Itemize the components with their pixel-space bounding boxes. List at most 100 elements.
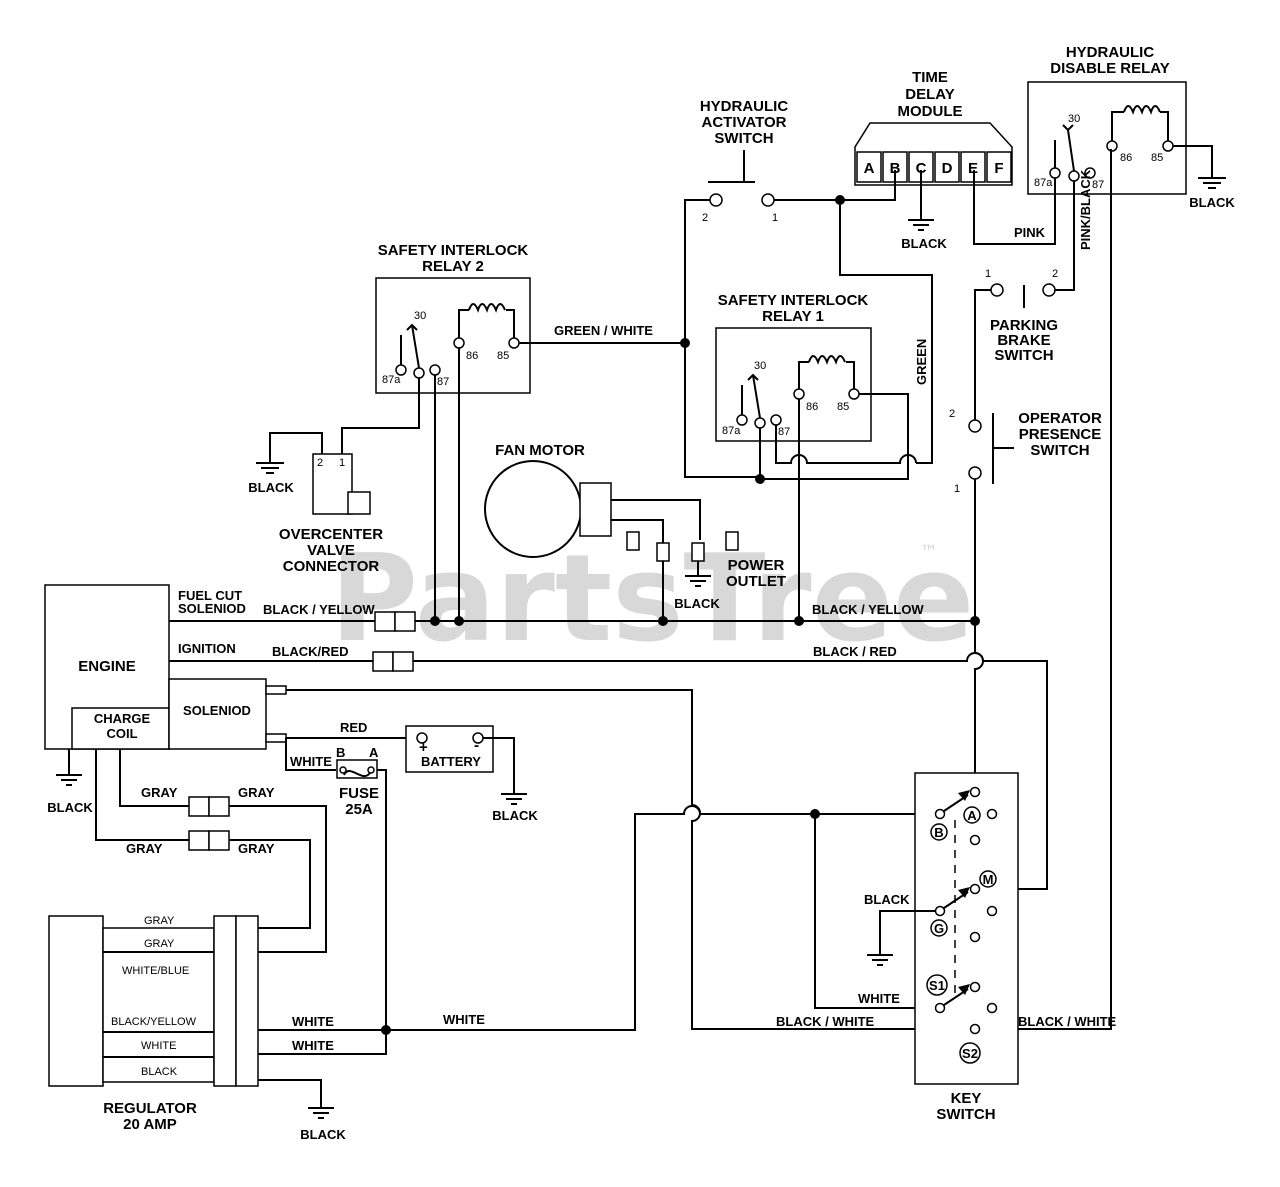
- tdm-ground-label: BLACK: [901, 236, 947, 251]
- fuse-title-2: 25A: [345, 801, 373, 818]
- ops-p2: 2: [949, 408, 955, 420]
- wire-red: RED: [340, 720, 367, 735]
- sir1-title-2: RELAY 1: [762, 308, 824, 325]
- sir2-title-1: SAFETY INTERLOCK: [378, 242, 529, 259]
- sir2-t85: 85: [497, 350, 509, 362]
- wire-black-white-left: BLACK / WHITE: [776, 1014, 875, 1029]
- tdm-pin-b: B: [890, 160, 901, 177]
- key-s1: S1: [929, 978, 945, 993]
- hdr-t87: 87: [1092, 179, 1104, 191]
- charge-coil-title-2: COIL: [106, 726, 137, 741]
- ovc-ground-label: BLACK: [248, 480, 294, 495]
- sir1-t86: 86: [806, 401, 818, 413]
- hdr-ground-label: BLACK: [1189, 195, 1235, 210]
- pbs-p1: 1: [985, 268, 991, 280]
- sir1-title-1: SAFETY INTERLOCK: [718, 292, 869, 309]
- tdm-pin-c: C: [916, 160, 927, 177]
- sir1-t87: 87: [778, 426, 790, 438]
- has-title-3: SWITCH: [714, 130, 773, 147]
- reg-gray-1: GRAY: [144, 915, 175, 927]
- ops-p1: 1: [954, 483, 960, 495]
- wire-white-fuse: WHITE: [290, 754, 332, 769]
- ovc-title-3: CONNECTOR: [283, 558, 380, 575]
- hdr-t85: 85: [1151, 152, 1163, 164]
- fuse: B A FUSE 25A: [336, 745, 379, 818]
- tdm-pin-f: F: [994, 160, 1003, 177]
- watermark: PartsTree: [330, 530, 974, 669]
- power-outlet: POWER OUTLET: [626, 531, 786, 590]
- engine-ground-label: BLACK: [47, 800, 93, 815]
- battery-plus: +: [419, 739, 428, 756]
- wire-black-yellow-right: BLACK / YELLOW: [812, 602, 924, 617]
- key-title-2: SWITCH: [936, 1106, 995, 1123]
- ops-title-3: SWITCH: [1030, 442, 1089, 459]
- wire-fuel-cut-1: FUEL CUT: [178, 588, 242, 603]
- reg-black-yellow: BLACK/YELLOW: [111, 1016, 197, 1028]
- wire-gray-1b: GRAY: [238, 785, 275, 800]
- tdm-title-2: DELAY: [905, 86, 954, 103]
- regulator: GRAY GRAY WHITE/BLUE BLACK/YELLOW WHITE …: [48, 915, 259, 1133]
- wire-fuel-cut-2: SOLENIOD: [178, 601, 246, 616]
- hydraulic-disable-relay: HYDRAULIC DISABLE RELAY 30 87a 87 86 85: [1027, 44, 1187, 195]
- parking-brake-switch: 1 2 PARKING BRAKE SWITCH: [985, 268, 1058, 364]
- wire-gray-2a: GRAY: [126, 841, 163, 856]
- regulator-title-2: 20 AMP: [123, 1116, 177, 1133]
- fuse-title-1: FUSE: [339, 785, 379, 802]
- key-a: A: [967, 808, 977, 823]
- pbs-title-2: BRAKE: [997, 332, 1050, 349]
- ovc-p1: 1: [339, 457, 345, 469]
- tdm-pin-cell: [934, 151, 960, 183]
- hdr-title-1: HYDRAULIC: [1066, 44, 1154, 61]
- engine-title: ENGINE: [78, 658, 136, 675]
- pbs-title-3: SWITCH: [994, 347, 1053, 364]
- fan-motor: FAN MOTOR: [484, 442, 612, 558]
- wire-green-white: GREEN / WHITE: [554, 323, 653, 338]
- has-p1: 1: [772, 212, 778, 224]
- charge-coil-title-1: CHARGE: [94, 711, 151, 726]
- outlet-title-1: POWER: [728, 557, 785, 574]
- key-g: G: [934, 921, 944, 936]
- tdm-pin-cell: [986, 151, 1012, 183]
- wire-pink: PINK: [1014, 225, 1046, 240]
- outlet-ground-label: BLACK: [674, 596, 720, 611]
- hydraulic-activator-switch: HYDRAULIC ACTIVATOR SWITCH 2 1: [700, 98, 788, 224]
- reg-white: WHITE: [141, 1040, 176, 1052]
- key-b: B: [934, 825, 943, 840]
- wire-black-white-right: BLACK / WHITE: [1018, 1014, 1117, 1029]
- tdm-pin-a: A: [864, 160, 875, 177]
- fan-motor-title: FAN MOTOR: [495, 442, 585, 459]
- wire-white-key: WHITE: [858, 991, 900, 1006]
- reg-white-blue: WHITE/BLUE: [122, 965, 189, 977]
- safety-interlock-relay-2: SAFETY INTERLOCK RELAY 2 30 87a 87 86 85: [375, 242, 531, 394]
- tdm-pin-d: D: [942, 160, 953, 177]
- wire-black-red-left: BLACK/RED: [272, 644, 349, 659]
- tdm-pin-e: E: [968, 160, 978, 177]
- ops-title-2: PRESENCE: [1019, 426, 1102, 443]
- wire-white-r2: WHITE: [292, 1038, 334, 1053]
- ovc-title-1: OVERCENTER: [279, 526, 383, 543]
- key-s2: S2: [962, 1046, 978, 1061]
- sir2-t86: 86: [466, 350, 478, 362]
- sir1-t30: 30: [754, 360, 766, 372]
- wire-gray-1a: GRAY: [141, 785, 178, 800]
- reg-black: BLACK: [141, 1066, 178, 1078]
- battery-title: BATTERY: [421, 754, 481, 769]
- wire-white-mid: WHITE: [443, 1012, 485, 1027]
- solenoid-title: SOLENIOD: [183, 703, 251, 718]
- operator-presence-switch: 2 1 OPERATOR PRESENCE SWITCH: [949, 408, 1102, 495]
- key-switch: A B M G S1 S2 KEY SWITCH: [914, 772, 1019, 1123]
- sir2-title-2: RELAY 2: [422, 258, 484, 275]
- wire-ignition: IGNITION: [178, 641, 236, 656]
- sir1-t87a: 87a: [722, 425, 741, 437]
- fuse-a: A: [369, 745, 379, 760]
- tdm-pin-cell: [856, 151, 882, 183]
- regulator-title-1: REGULATOR: [103, 1100, 197, 1117]
- tdm-title-1: TIME: [912, 69, 948, 86]
- battery-minus: -: [474, 737, 479, 754]
- battery: + - BATTERY: [405, 725, 494, 773]
- wire-black-red-right: BLACK / RED: [813, 644, 897, 659]
- wire-gray-2b: GRAY: [238, 841, 275, 856]
